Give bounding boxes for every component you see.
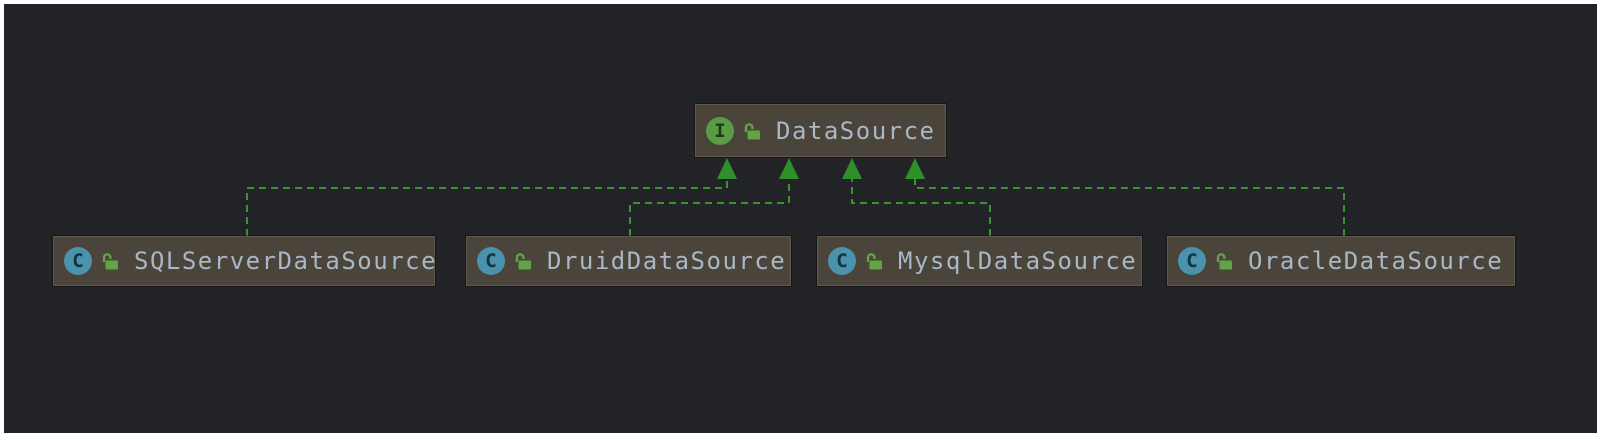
uml-node-datasource[interactable]: I DataSource (695, 104, 946, 157)
node-label: MysqlDataSource (898, 247, 1138, 275)
arrowhead-icon (905, 158, 925, 179)
edge-mysqldatasource-implements-datasource (851, 179, 991, 236)
unlocked-icon (744, 122, 760, 139)
uml-node-sqlserverdatasource[interactable]: C SQLServerDataSource (53, 236, 438, 286)
uml-node-druiddatasource[interactable]: C DruidDataSource (466, 236, 791, 286)
arrowhead-icon (842, 158, 862, 179)
unlocked-icon (866, 253, 882, 270)
arrowhead-icon (717, 158, 737, 179)
class-icon: C (64, 247, 92, 275)
edge-oracledatasource-implements-datasource (914, 179, 1345, 236)
unlocked-icon (1216, 253, 1232, 270)
node-label: DruidDataSource (547, 247, 787, 275)
uml-node-oracledatasource[interactable]: C OracleDataSource (1167, 236, 1515, 286)
uml-node-mysqldatasource[interactable]: C MysqlDataSource (817, 236, 1142, 286)
inheritance-edges (246, 158, 1345, 236)
edge-sqlserverdatasource-implements-datasource (246, 179, 728, 236)
unlocked-icon (102, 253, 118, 270)
node-label: DataSource (776, 116, 936, 145)
node-label: OracleDataSource (1248, 247, 1504, 275)
class-icon: C (1178, 247, 1206, 275)
arrowhead-icon (779, 158, 799, 179)
edge-druiddatasource-implements-datasource (629, 179, 790, 236)
unlocked-icon (515, 253, 531, 270)
class-icon: C (477, 247, 505, 275)
node-label: SQLServerDataSource (134, 247, 438, 275)
class-icon: C (828, 247, 856, 275)
interface-icon: I (706, 116, 734, 145)
